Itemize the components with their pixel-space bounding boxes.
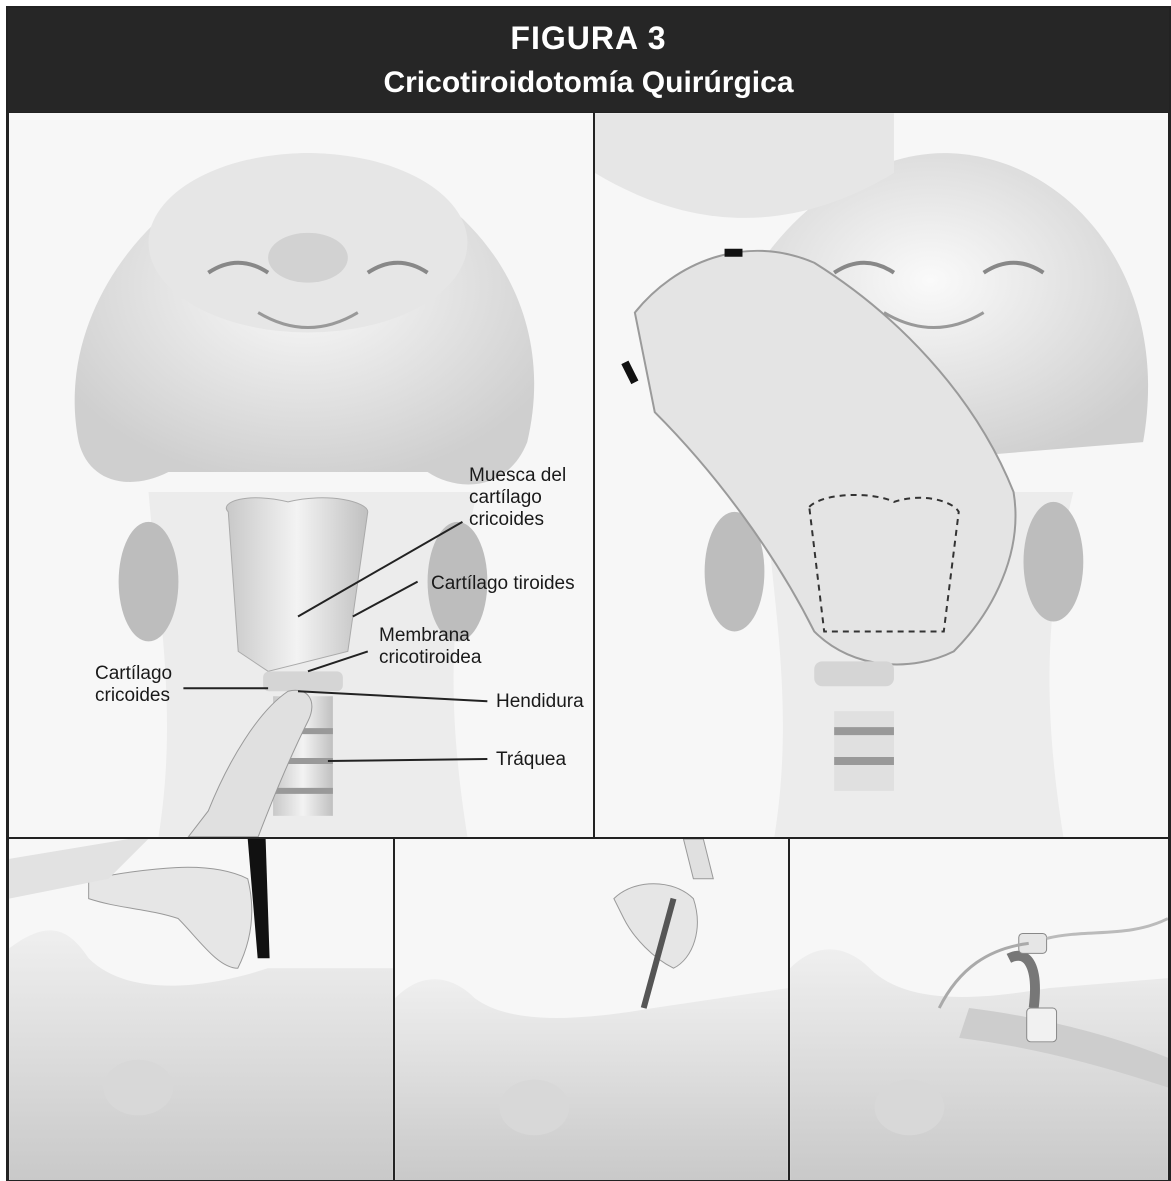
label-hendidura: Hendidura bbox=[496, 691, 584, 713]
panel-incision bbox=[8, 838, 394, 1181]
figure-number: FIGURA 3 bbox=[8, 20, 1169, 57]
panel-dilation bbox=[394, 838, 789, 1181]
figure-title: Cricotiroidotomía Quirúrgica bbox=[8, 66, 1169, 100]
dilation-illustration bbox=[395, 839, 788, 1180]
label-cartilago-tiroides: Cartílago tiroides bbox=[431, 573, 575, 595]
stabilization-illustration bbox=[595, 113, 1168, 837]
tube-placement-illustration bbox=[790, 839, 1168, 1180]
incision-illustration bbox=[9, 839, 393, 1180]
figure-header: FIGURA 3 Cricotiroidotomía Quirúrgica bbox=[8, 8, 1169, 112]
figure-frame: FIGURA 3 Cricotiroidotomía Quirúrgica bbox=[6, 6, 1171, 1181]
label-traquea: Tráquea bbox=[496, 749, 566, 771]
panel-tube-placement bbox=[789, 838, 1169, 1181]
panel-stabilization bbox=[594, 112, 1169, 838]
